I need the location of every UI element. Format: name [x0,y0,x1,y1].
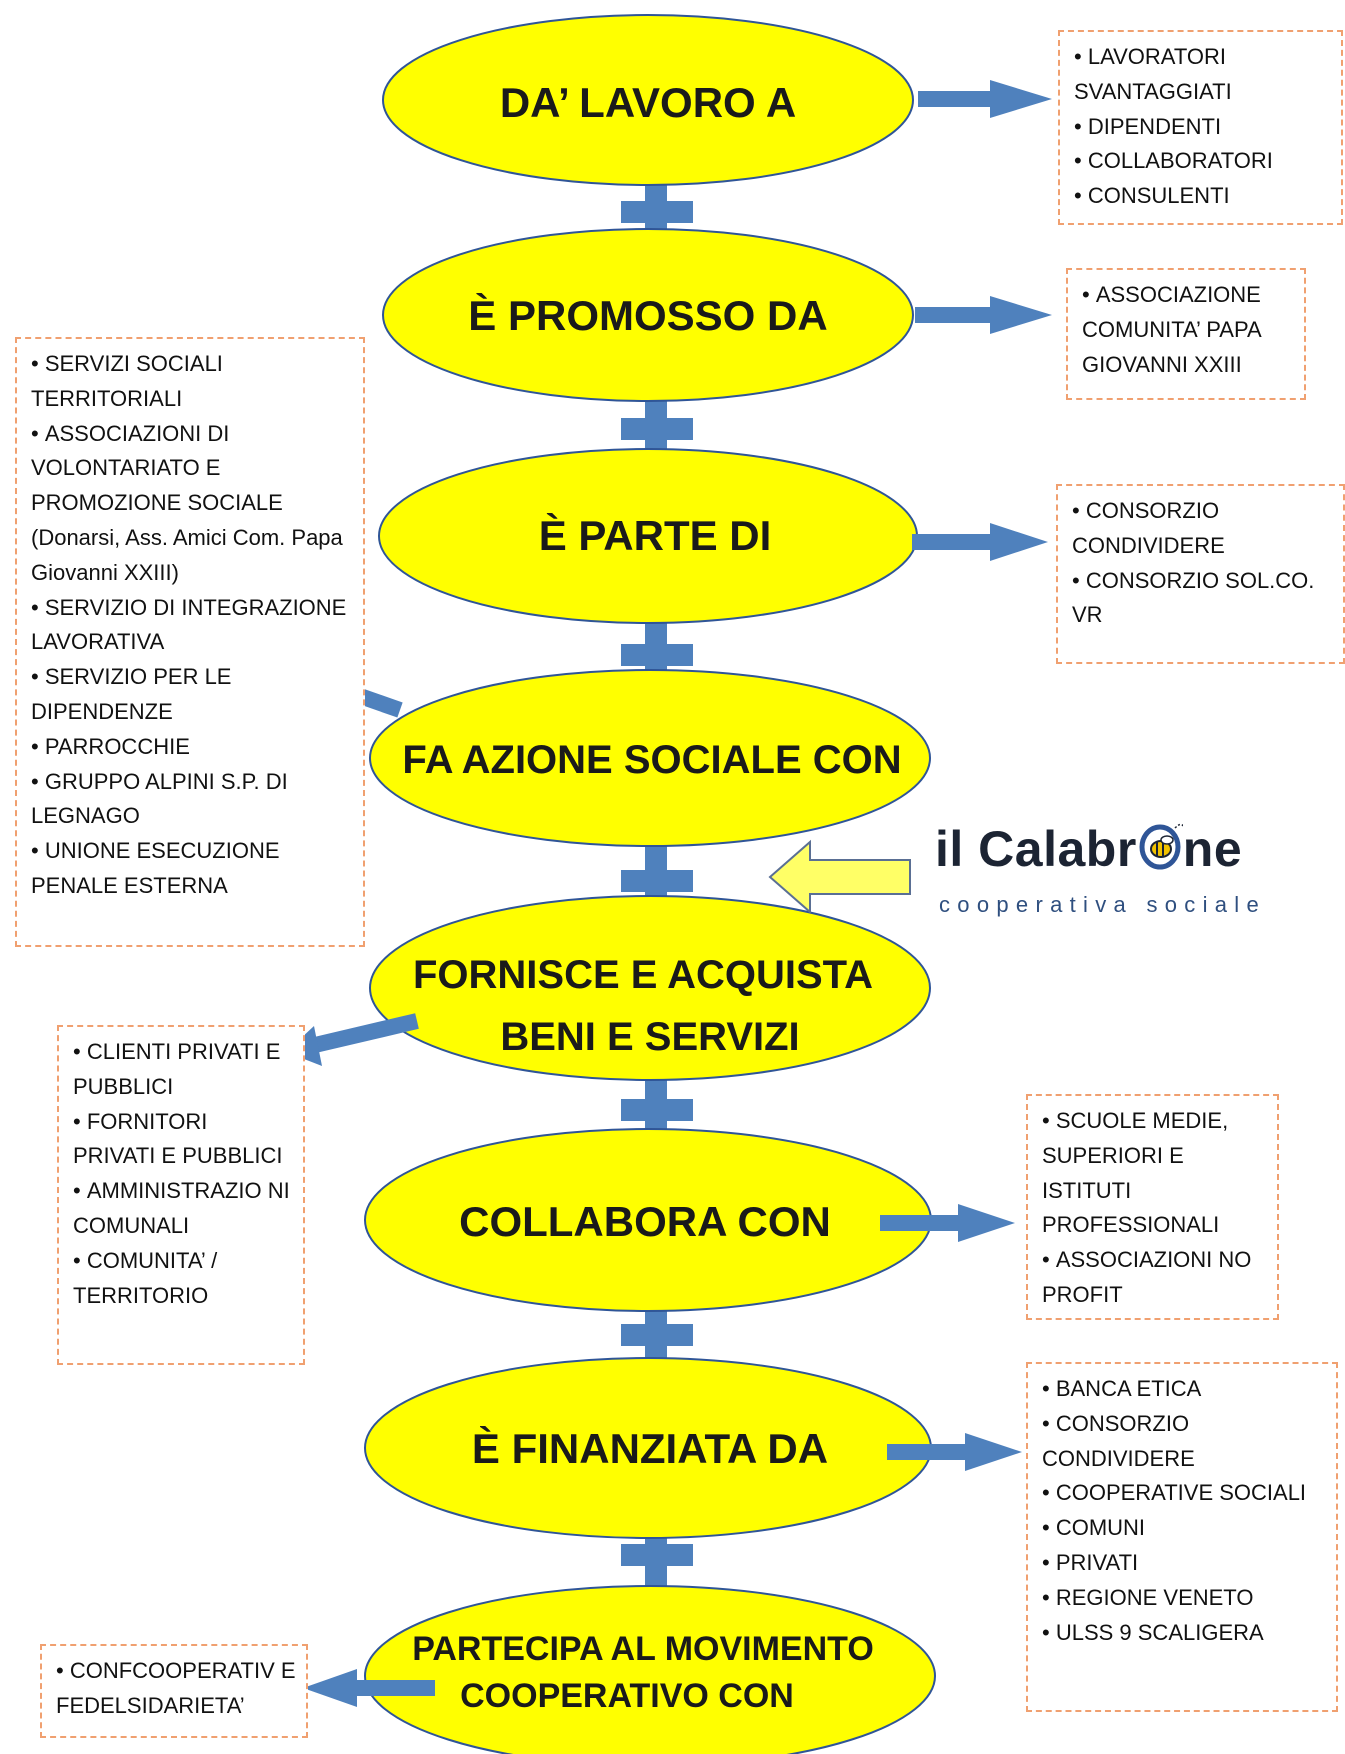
stage-label-8a: PARTECIPA AL MOVIMENTO [412,1630,874,1668]
stage-ellipse-5 [369,895,931,1081]
plus-connector-2 [621,394,693,464]
list-item: SERVIZIO DI INTEGRAZIONE LAVORATIVA [31,591,353,661]
bee-icon [1139,823,1184,870]
list-item: UNIONE ESECUZIONE PENALE ESTERNA [31,834,353,904]
list-item: CONSORZIO SOL.CO. VR [1072,564,1333,634]
list-item: GRUPPO ALPINI S.P. DI LEGNAGO [31,765,353,835]
box-collabora: SCUOLE MEDIE, SUPERIORI E ISTITUTI PROFE… [1026,1094,1279,1320]
arrow-diag-5 [286,1013,419,1066]
box-finanziata: BANCA ETICA CONSORZIO CONDIVIDERE COOPER… [1026,1362,1338,1712]
list-item: ASSOCIAZIONE COMUNITA’ PAPA GIOVANNI XXI… [1082,278,1294,382]
box-promosso: ASSOCIAZIONE COMUNITA’ PAPA GIOVANNI XXI… [1066,268,1306,400]
list-item: SCUOLE MEDIE, SUPERIORI E ISTITUTI PROFE… [1042,1104,1267,1243]
stage-label-5a: FORNISCE E ACQUISTA [413,953,873,997]
list-item: AMMINISTRAZIO NI COMUNALI [73,1174,293,1244]
list-item: DIPENDENTI [1074,110,1331,145]
logo-wordmark: il Calabr ne [935,820,1242,878]
stage-label-6: COLLABORA CON [459,1198,831,1245]
list-item: FORNITORI PRIVATI E PUBBLICI [73,1105,293,1175]
list-item: REGIONE VENETO [1042,1581,1326,1616]
stage-ellipse-2 [382,228,914,402]
list-item: LAVORATORI SVANTAGGIATI [1074,40,1331,110]
box-lavoro: LAVORATORI SVANTAGGIATI DIPENDENTI COLLA… [1058,30,1343,225]
plus-connector-5 [621,1075,693,1145]
stage-ellipse-1 [382,14,914,186]
stage-ellipse-4 [369,669,931,847]
list-item: COOPERATIVE SOCIALI [1042,1476,1326,1511]
stage-label-4: FA AZIONE SOCIALE CON [402,738,901,782]
plus-connector-6 [621,1300,693,1370]
list-item: ASSOCIAZIONI DI VOLONTARIATO E PROMOZION… [31,417,353,591]
arrow-right-2 [915,296,1052,334]
list-item: ULSS 9 SCALIGERA [1042,1616,1326,1651]
list-item: PARROCCHIE [31,730,353,765]
stage-label-1: DA’ LAVORO A [500,79,796,126]
stage-label-5b: BENI E SERVIZI [500,1015,799,1059]
stage-label-2: È PROMOSSO DA [468,292,827,339]
arrow-left-8 [303,1669,435,1707]
list-item: CONSORZIO CONDIVIDERE [1072,494,1333,564]
list-item: COLLABORATORI [1074,144,1331,179]
logo-subtitle: cooperativa sociale [939,892,1267,917]
logo: il Calabr ne cooperativa sociale [935,820,1285,920]
arrow-right-6 [880,1204,1015,1242]
stage-label-3: È PARTE DI [539,512,772,559]
box-movimento: CONFCOOPERATIV E FEDELSIDARIETA’ [40,1644,308,1738]
list-item: ASSOCIAZIONI NO PROFIT [1042,1243,1267,1313]
box-beni-servizi: CLIENTI PRIVATI E PUBBLICI FORNITORI PRI… [57,1025,305,1365]
list-item: SERVIZIO PER LE DIPENDENZE [31,660,353,730]
logo-arrow [768,839,911,915]
logo-wordmark-pre: il Calabr [935,821,1137,877]
stage-ellipse-8 [364,1585,936,1754]
stage-label-7: È FINANZIATA DA [472,1425,828,1472]
box-azione-sociale: SERVIZI SOCIALI TERRITORIALI ASSOCIAZION… [15,337,365,947]
list-item: CONSULENTI [1074,179,1331,214]
list-item: BANCA ETICA [1042,1372,1326,1407]
list-item: CONSORZIO CONDIVIDERE [1042,1407,1326,1477]
box-parte: CONSORZIO CONDIVIDERE CONSORZIO SOL.CO. … [1056,484,1345,664]
stage-label-8b: COOPERATIVO CON [460,1677,794,1715]
logo-wordmark-post: ne [1182,821,1243,877]
list-item: CLIENTI PRIVATI E PUBBLICI [73,1035,293,1105]
list-item: SERVIZI SOCIALI TERRITORIALI [31,347,353,417]
arrow-right-3 [912,523,1048,561]
list-item: PRIVATI [1042,1546,1326,1581]
list-item: CONFCOOPERATIV E FEDELSIDARIETA’ [56,1654,296,1724]
arrow-right-7 [887,1433,1022,1471]
arrow-right-1 [918,80,1052,118]
list-item: COMUNITA’ / TERRITORIO [73,1244,293,1314]
list-item: COMUNI [1042,1511,1326,1546]
